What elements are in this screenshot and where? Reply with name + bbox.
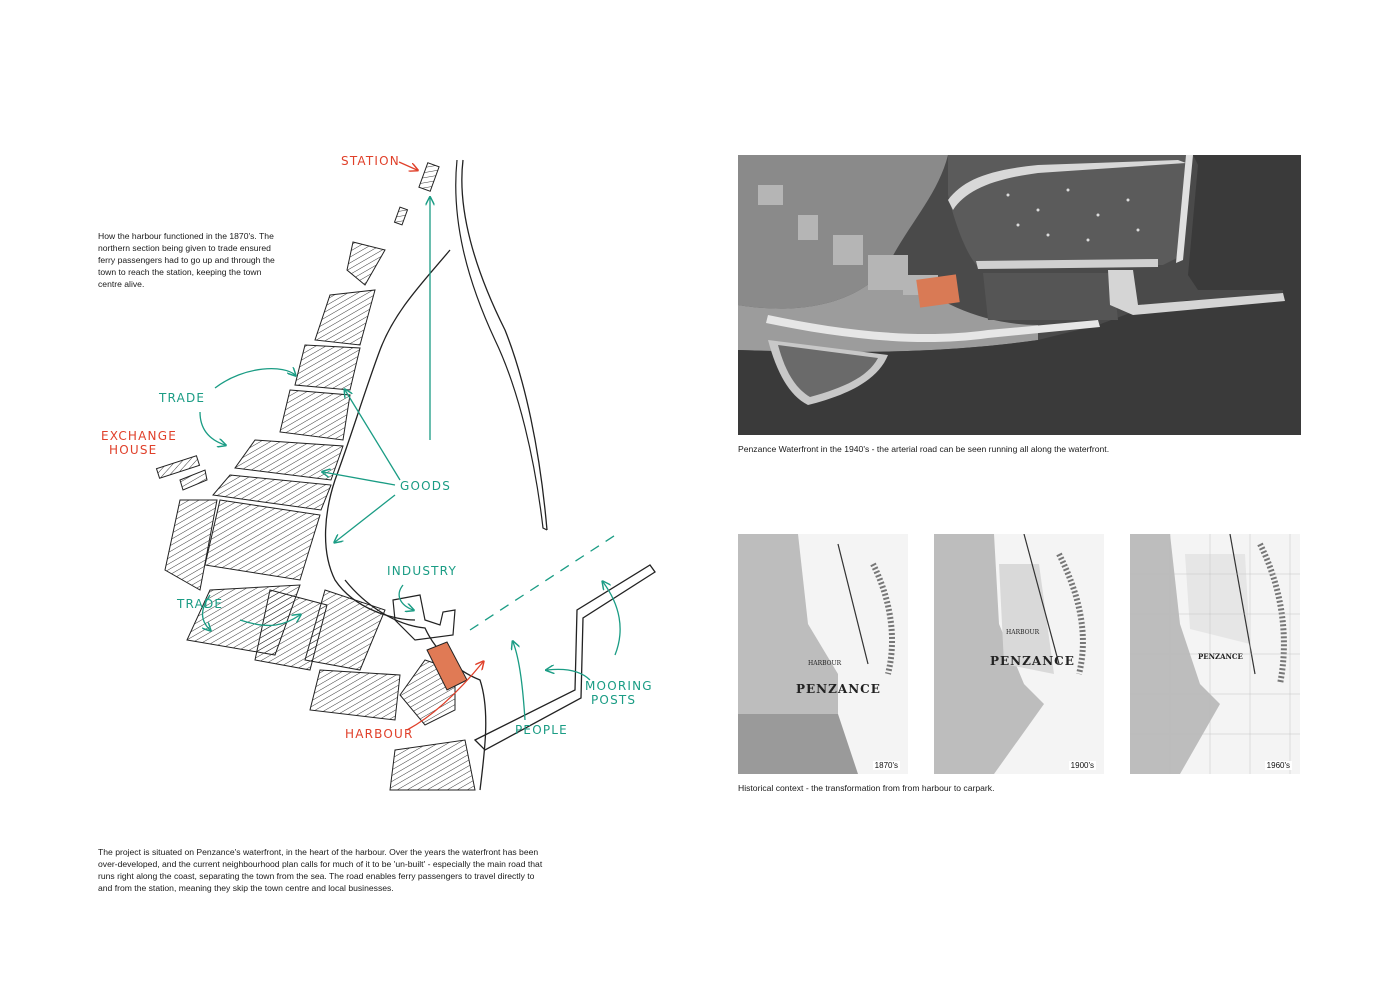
- photo-highlight-building: [916, 274, 960, 308]
- label-mooring-posts: MOORING: [585, 679, 653, 693]
- label-goods: GOODS: [400, 479, 451, 493]
- map-1900s-town-label: PENZANCE: [990, 654, 1075, 668]
- label-industry: INDUSTRY: [387, 564, 457, 578]
- red-arrows: [398, 161, 483, 731]
- maps-caption: Historical context - the transformation …: [738, 783, 995, 793]
- label-mooring-posts-2: POSTS: [591, 693, 636, 707]
- photo-caption: Penzance Waterfront in the 1940's - the …: [738, 444, 1110, 454]
- label-exchange-house-2: HOUSE: [109, 443, 157, 457]
- map-1900s: HARBOUR PENZANCE 1900's: [934, 534, 1104, 774]
- label-people: PEOPLE: [515, 723, 568, 737]
- exchange-house-block: [155, 455, 201, 479]
- sketch-caption: How the harbour functioned in the 1870's…: [98, 231, 275, 289]
- body-text: The project is situated on Penzance's wa…: [98, 847, 543, 893]
- pier: [473, 564, 656, 751]
- station-block: [418, 162, 440, 192]
- map-1870s-town-label: PENZANCE: [796, 682, 881, 696]
- trade-blocks: [164, 241, 476, 791]
- label-exchange-house: EXCHANGE: [101, 429, 177, 443]
- map-1960s-year: 1960's: [1264, 761, 1292, 770]
- label-harbour: HARBOUR: [345, 727, 414, 741]
- coastline: [461, 159, 548, 531]
- teal-arrows: [199, 198, 621, 721]
- map-1870s-harbour-label: HARBOUR: [808, 660, 842, 667]
- label-trade-lower: TRADE: [176, 597, 223, 611]
- label-trade-upper: TRADE: [158, 391, 205, 405]
- map-1900s-year: 1900's: [1068, 761, 1096, 770]
- label-station: STATION: [341, 154, 400, 168]
- station-block-2: [393, 206, 409, 226]
- map-1870s-year: 1870's: [872, 761, 900, 770]
- industry-pier: [392, 594, 456, 641]
- breakwater-north: [455, 159, 548, 531]
- map-1960s: PENZANCE 1960's: [1130, 534, 1300, 774]
- map-1900s-harbour-label: HARBOUR: [1006, 629, 1040, 636]
- aerial-photo: [738, 155, 1301, 435]
- harbour-sketch-diagram: STATION TRADE EXCHANGE HOUSE GOODS TRADE…: [101, 154, 656, 791]
- map-1870s: HARBOUR PENZANCE 1870's: [738, 534, 908, 774]
- map-1960s-town-label: PENZANCE: [1198, 652, 1243, 661]
